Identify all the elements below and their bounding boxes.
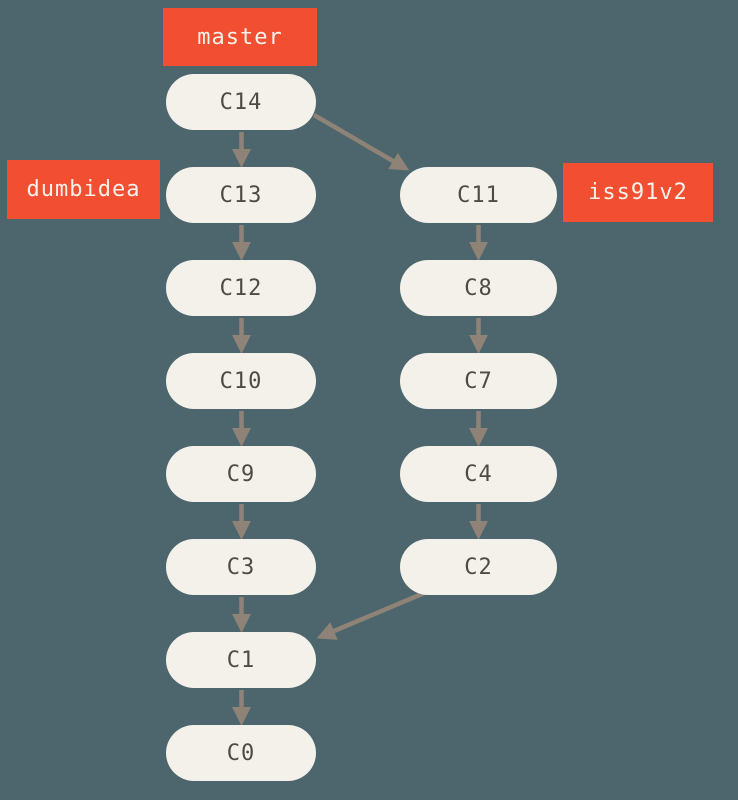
commit-node-c8: C8 [400, 260, 557, 316]
commit-label: C12 [219, 275, 263, 301]
commit-label: C2 [464, 554, 493, 580]
commit-label: C4 [464, 461, 493, 487]
commit-node-c9: C9 [166, 446, 316, 502]
commit-node-c2: C2 [400, 539, 557, 595]
commit-label: C7 [464, 368, 493, 394]
commit-label: C8 [464, 275, 493, 301]
commit-label: C13 [219, 182, 263, 208]
branch-name: master [197, 24, 283, 50]
commit-node-c13: C13 [166, 167, 316, 223]
commit-node-c11: C11 [400, 167, 557, 223]
commit-node-c3: C3 [166, 539, 316, 595]
commit-label: C11 [457, 182, 500, 208]
commit-label: C14 [219, 89, 263, 115]
commit-node-c12: C12 [166, 260, 316, 316]
commit-node-c14: C14 [166, 74, 316, 130]
commit-node-c4: C4 [400, 446, 557, 502]
branch-label-dumbidea: dumbidea [7, 160, 160, 219]
commit-label: C9 [226, 461, 256, 487]
branch-name: iss91v2 [588, 180, 688, 205]
branch-name: dumbidea [26, 177, 141, 202]
commit-label: C10 [219, 368, 263, 394]
commit-label: C1 [226, 647, 256, 673]
branch-label-master: master [163, 8, 317, 66]
commit-node-c0: C0 [166, 725, 316, 781]
commit-label: C0 [226, 740, 256, 766]
commit-node-c7: C7 [400, 353, 557, 409]
commit-node-c1: C1 [166, 632, 316, 688]
commit-node-c10: C10 [166, 353, 316, 409]
commit-label: C3 [226, 554, 256, 580]
branch-label-iss91v2: iss91v2 [563, 163, 713, 222]
edge-arrow-c2-c1 [316, 588, 430, 640]
edge-arrow-c14-c11 [312, 113, 410, 171]
